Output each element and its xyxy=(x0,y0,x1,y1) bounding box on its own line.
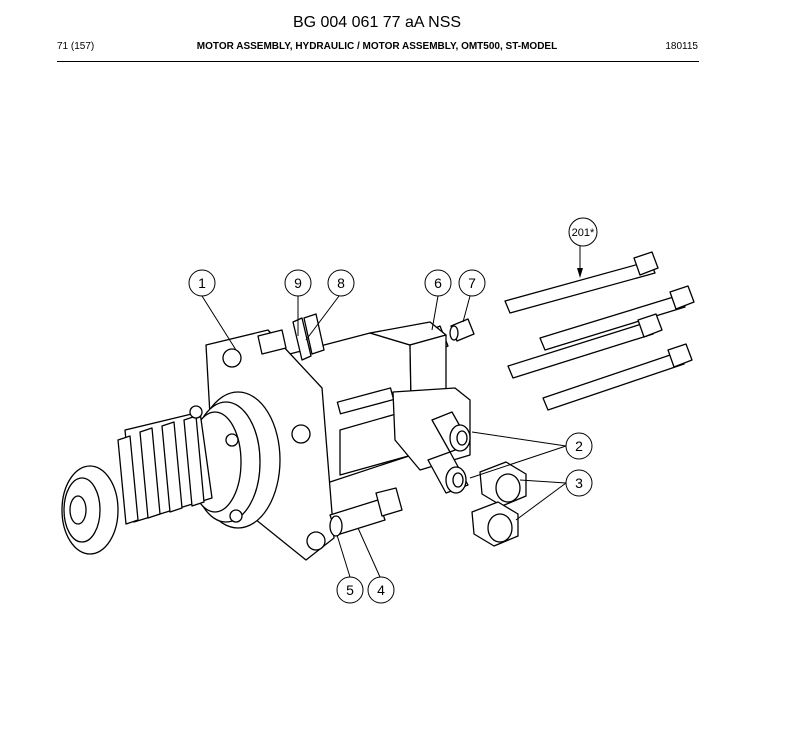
callout-201: 201* xyxy=(568,217,598,247)
callout-6: 6 xyxy=(424,269,452,297)
output-shaft xyxy=(61,391,281,555)
page-number: 71 (157) xyxy=(57,41,95,52)
bottom-bolts xyxy=(329,487,403,537)
callout-3: 3 xyxy=(565,469,593,497)
callout-label: 1 xyxy=(198,275,206,291)
top-bolts xyxy=(257,313,325,361)
callout-label: 6 xyxy=(434,275,442,291)
callout-label: 9 xyxy=(294,275,302,291)
leader-lines xyxy=(201,245,581,578)
port-fittings-2 xyxy=(427,411,471,494)
callout-label: 2 xyxy=(575,438,583,454)
revision-code: 180115 xyxy=(665,41,698,52)
callout-1: 1 xyxy=(188,269,216,297)
callout-7: 7 xyxy=(458,269,486,297)
fitting-7-nut xyxy=(449,318,475,342)
document-id: BG 004 061 77 aA NSS xyxy=(292,14,462,31)
callout-label: 4 xyxy=(377,582,385,598)
callout-4: 4 xyxy=(367,576,395,604)
callout-label: 5 xyxy=(346,582,354,598)
callout-9: 9 xyxy=(284,269,312,297)
callout-label: 8 xyxy=(337,275,345,291)
callout-label: 201* xyxy=(572,227,595,239)
callout-2: 2 xyxy=(565,432,593,460)
callout-8: 8 xyxy=(327,269,355,297)
callout-balloons: 1 9 8 6 7 201* 2 3 xyxy=(188,217,598,604)
long-bolts xyxy=(504,251,695,411)
callout-5: 5 xyxy=(336,576,364,604)
header-rule xyxy=(57,61,699,62)
callout-label: 7 xyxy=(468,275,476,291)
nuts-3 xyxy=(471,461,527,547)
section-title: MOTOR ASSEMBLY, HYDRAULIC / MOTOR ASSEMB… xyxy=(196,41,558,52)
callout-label: 3 xyxy=(575,475,583,491)
